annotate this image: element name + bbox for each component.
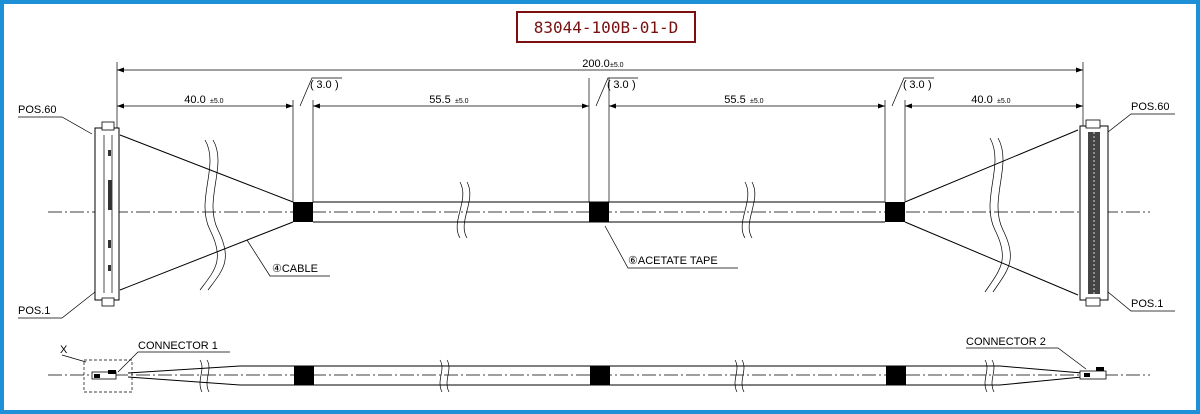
tape-width-callouts: 3.0 ( ) 3.0 ( ) 3.0 ( )	[292, 77, 934, 202]
overall-dimension: 200.0 ±5.0	[116, 58, 1084, 128]
mid-right-tolerance: ±5.0	[750, 98, 764, 105]
svg-text:): )	[928, 79, 932, 91]
connector-1-top	[94, 121, 120, 307]
cable-label: ④CABLE	[272, 263, 318, 275]
segment-dimensions: 40.0 ±5.0 55.5 ±5.0 55.5 ±5.0 40.0 ±5.0	[117, 94, 1083, 109]
tape-mid	[589, 202, 609, 222]
acetate-tapes	[293, 202, 905, 222]
pos1-right-label: POS.1	[1131, 298, 1163, 310]
left-end-length: 40.0	[184, 94, 205, 106]
side-view-cable	[127, 359, 1083, 393]
svg-text:(: (	[903, 79, 907, 91]
overall-tolerance: ±5.0	[610, 62, 624, 69]
svg-text:): )	[335, 79, 339, 91]
right-end-tolerance: ±5.0	[997, 98, 1011, 105]
right-end-length: 40.0	[971, 94, 992, 106]
part-number-box: 83044-100B-01-D	[516, 11, 696, 43]
tape-left	[293, 202, 313, 222]
pos60-right-label: POS.60	[1131, 101, 1170, 113]
connector-2-side: CONNECTOR 2	[966, 336, 1107, 380]
tape-right-width: 3.0	[909, 79, 924, 91]
pos60-left-label: POS.60	[18, 104, 57, 116]
svg-text:): )	[632, 79, 636, 91]
svg-text:(: (	[310, 79, 314, 91]
connector-1-label: CONNECTOR 1	[138, 340, 218, 352]
detail-x-label: X	[60, 344, 68, 356]
overall-length: 200.0	[582, 58, 610, 70]
left-end-tolerance: ±5.0	[210, 98, 224, 105]
tape-left-width: 3.0	[316, 79, 331, 91]
connector-2-label: CONNECTOR 2	[966, 336, 1046, 348]
mid-right-length: 55.5	[724, 94, 745, 106]
tape-right	[885, 202, 905, 222]
part-number: 83044-100B-01-D	[534, 18, 679, 37]
mid-left-length: 55.5	[429, 94, 450, 106]
svg-text:(: (	[607, 79, 611, 91]
detail-x: X CONNECTOR 1	[60, 340, 230, 393]
connector-2-top	[1079, 119, 1109, 307]
acetate-tape-label: ⑥ACETATE TAPE	[628, 255, 718, 267]
tape-mid-width: 3.0	[613, 79, 628, 91]
callout-labels: POS.60 POS.1 POS.60 POS.1 ④CABLE ⑥ACETAT…	[18, 101, 1175, 319]
pos1-left-label: POS.1	[18, 305, 50, 317]
mid-left-tolerance: ±5.0	[455, 98, 469, 105]
